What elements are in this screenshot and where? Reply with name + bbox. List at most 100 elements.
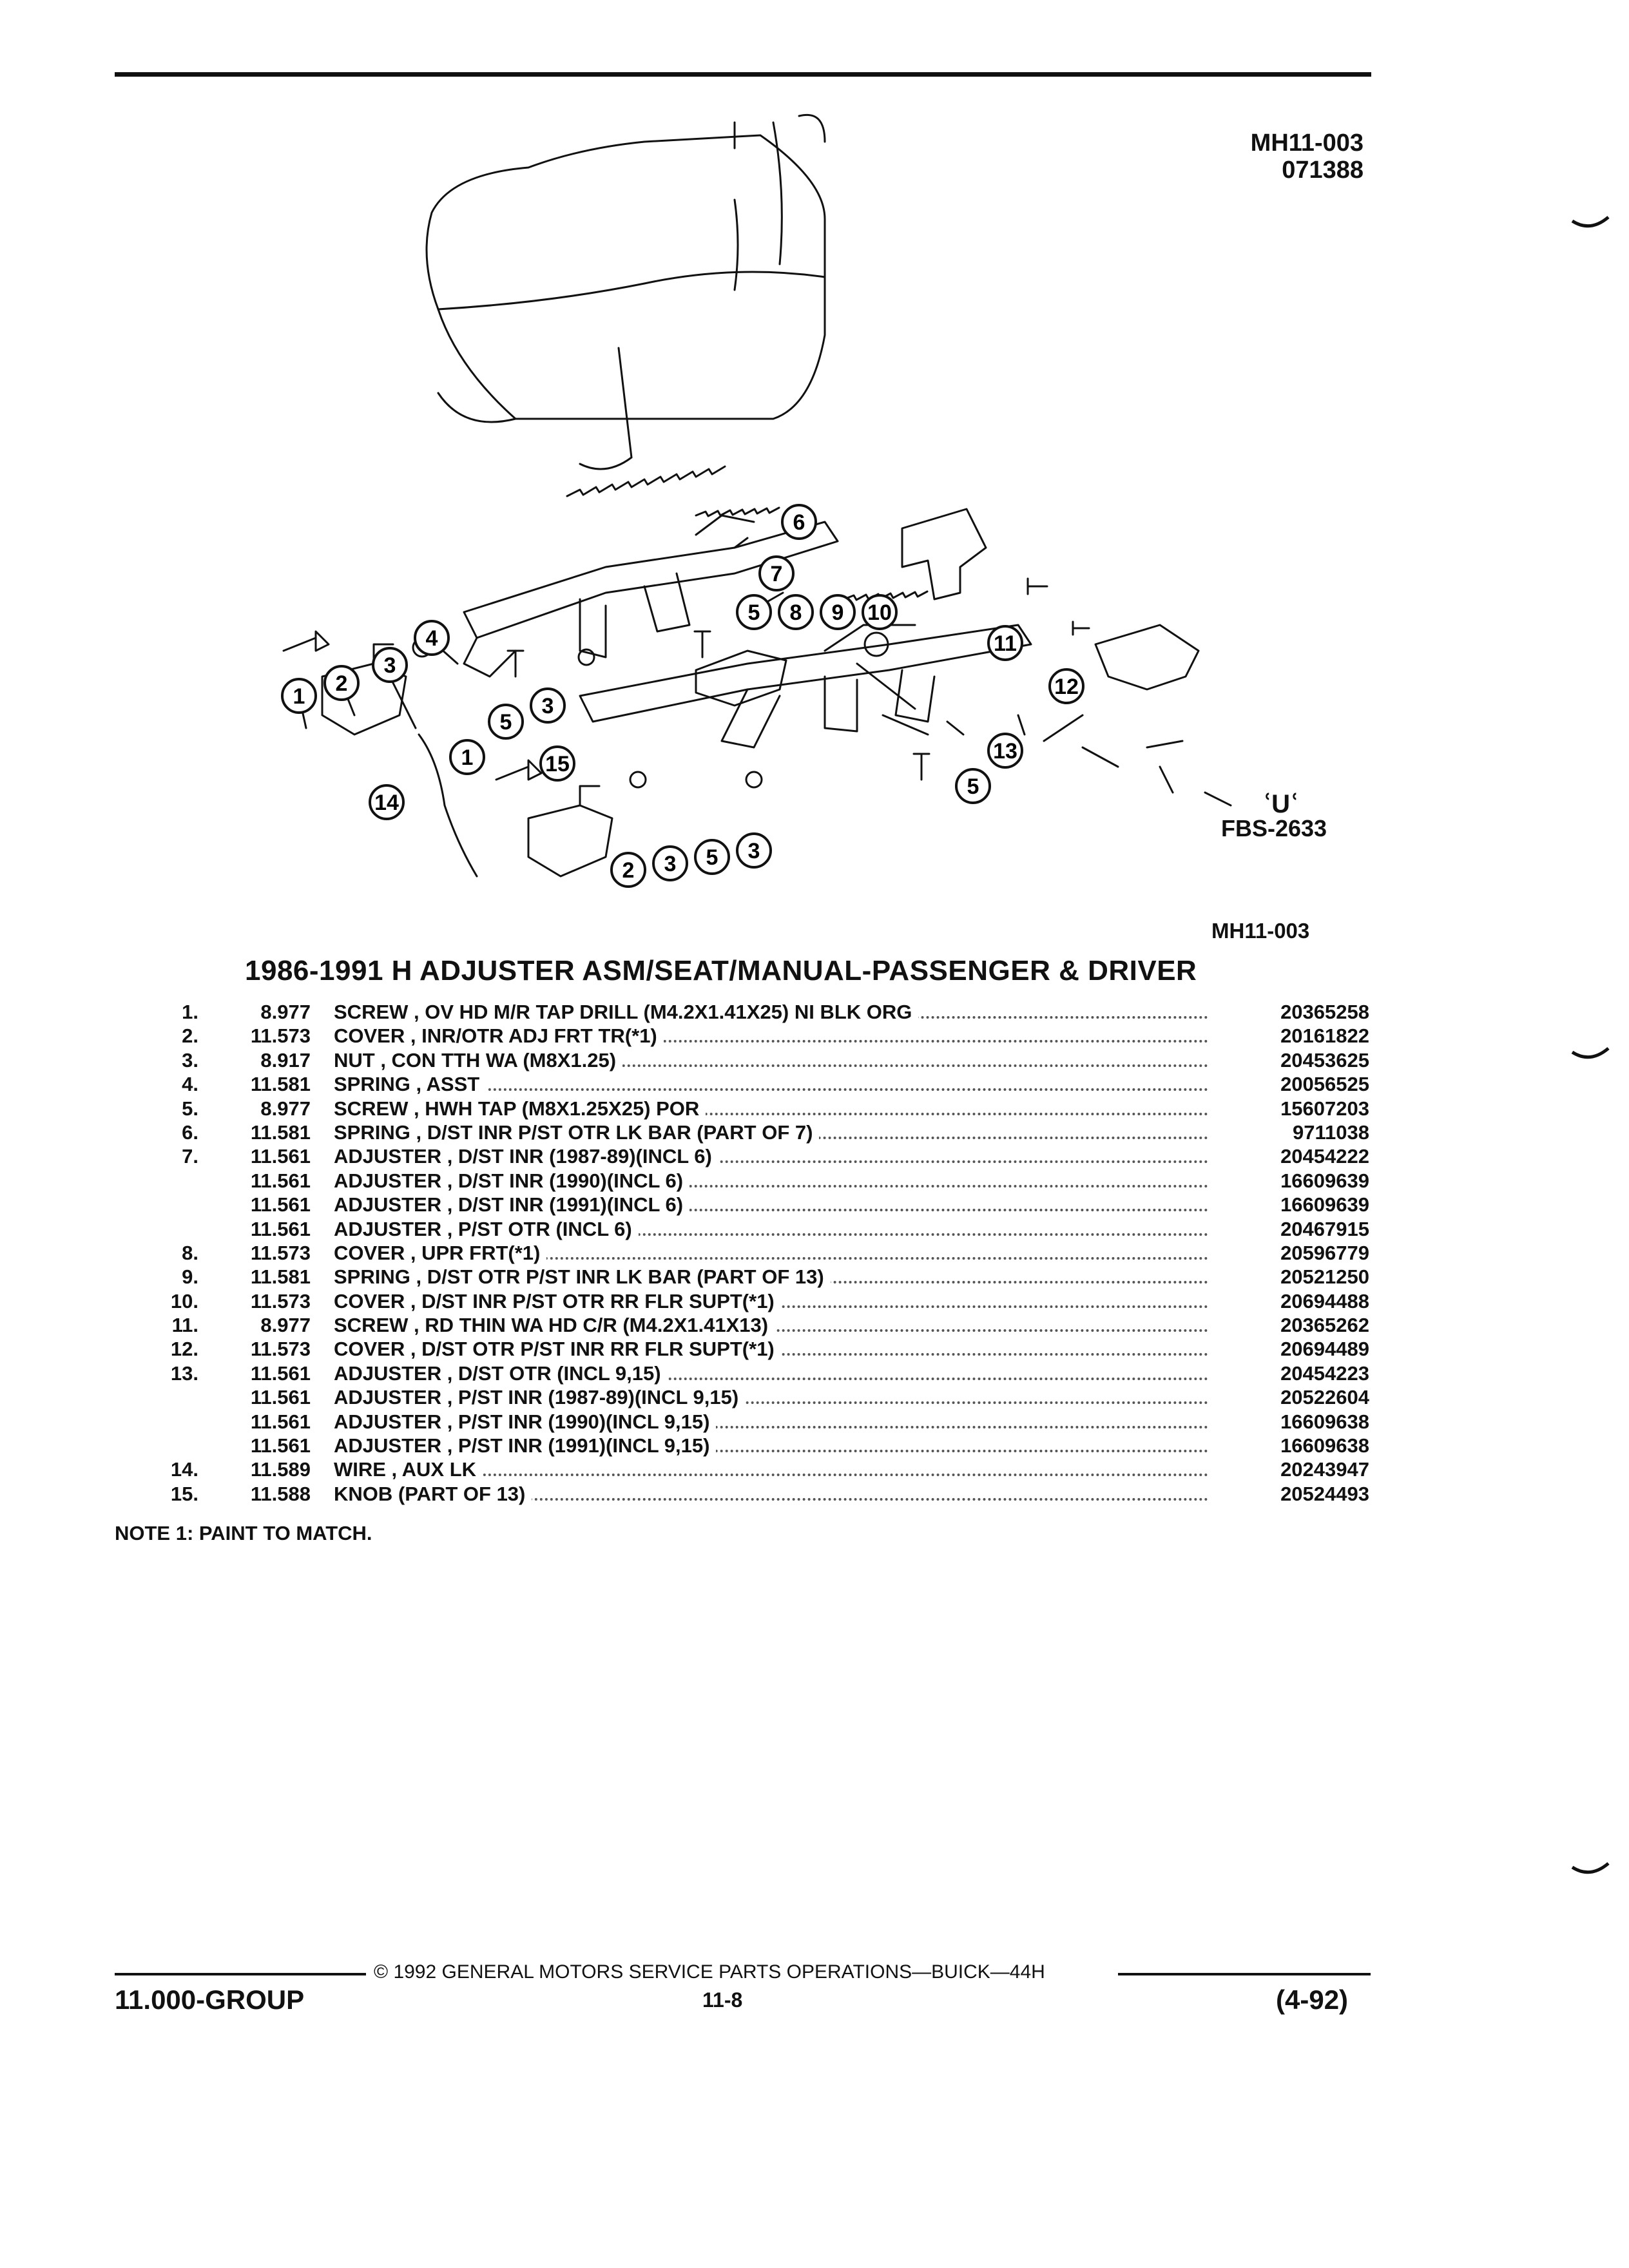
callout-4: 4 <box>414 620 450 656</box>
group-number: 11.581 <box>250 1120 311 1144</box>
svg-text:9: 9 <box>832 601 844 625</box>
group-number: 8.917 <box>260 1048 311 1072</box>
part-description-cell: KNOB (PART OF 13) <box>334 1482 1365 1506</box>
callout-10: 10 <box>862 594 898 630</box>
aux-wire-illustration <box>418 733 478 878</box>
callout-14: 14 <box>369 784 405 820</box>
part-number: 20454222 <box>1215 1144 1369 1169</box>
part-number: 20694489 <box>1215 1337 1369 1361</box>
part-description: SPRING , ASST <box>334 1073 487 1096</box>
dot-leader <box>334 1377 1208 1380</box>
callout-8: 8 <box>778 594 814 630</box>
dot-leader <box>334 1040 1208 1043</box>
part-description-cell: WIRE , AUX LK <box>334 1457 1365 1481</box>
dot-leader <box>334 1184 1208 1187</box>
item-number: 8. <box>182 1241 198 1264</box>
part-description-cell: ADJUSTER , D/ST OTR (INCL 9,15) <box>334 1361 1365 1385</box>
part-description: SCREW , RD THIN WA HD C/R (M4.2X1.41X13) <box>334 1314 775 1337</box>
group-number: 11.561 <box>250 1410 311 1433</box>
part-description: COVER , UPR FRT(*1) <box>334 1241 547 1264</box>
group-number: 8.977 <box>260 1314 311 1337</box>
item-number: 13. <box>170 1361 198 1385</box>
screw-1b-illustration <box>495 759 543 781</box>
part-description: ADJUSTER , D/ST INR (1991)(INCL 6) <box>334 1193 690 1216</box>
callout-3c: 3 <box>652 845 688 881</box>
callout-5d: 5 <box>694 839 730 875</box>
part-number: 20524493 <box>1215 1481 1369 1506</box>
dot-leader <box>334 1256 1208 1260</box>
svg-text:5: 5 <box>748 601 760 625</box>
group-number: 8.977 <box>260 1097 311 1120</box>
group-number: 11.573 <box>250 1241 311 1264</box>
svg-text:12: 12 <box>1054 675 1079 699</box>
item-number: 1. <box>182 1001 198 1023</box>
group-number: 11.561 <box>250 1145 311 1168</box>
part-description-cell: ADJUSTER , P/ST INR (1991)(INCL 9,15) <box>334 1434 1365 1457</box>
callout-5b: 5 <box>488 704 524 740</box>
group-number: 11.561 <box>250 1169 311 1192</box>
part-description: COVER , D/ST INR P/ST OTR RR FLR SUPT(*1… <box>334 1289 781 1312</box>
part-description: ADJUSTER , P/ST INR (1987-89)(INCL 9,15) <box>334 1386 746 1409</box>
screw-1-illustration <box>282 630 330 652</box>
callout-7: 7 <box>758 555 795 591</box>
item-number: 11. <box>171 1314 198 1337</box>
top-rule <box>115 72 1371 77</box>
group-number: 11.573 <box>250 1338 311 1361</box>
svg-text:5: 5 <box>967 774 979 799</box>
item-number: 2. <box>182 1024 198 1048</box>
footer-copyright: © 1992 GENERAL MOTORS SERVICE PARTS OPER… <box>374 1961 1045 1983</box>
group-number: 11.573 <box>250 1024 311 1048</box>
part-number: 16609639 <box>1215 1193 1369 1217</box>
svg-text:2: 2 <box>336 671 348 696</box>
part-description-cell: SCREW , OV HD M/R TAP DRILL (M4.2X1.41X2… <box>334 1000 1365 1024</box>
dot-leader <box>334 1088 1208 1091</box>
callout-1: 1 <box>281 678 317 714</box>
svg-text:7: 7 <box>771 562 783 586</box>
group-number: 11.581 <box>250 1265 311 1289</box>
nut-3b-illustration <box>577 648 595 666</box>
footer-rule-left <box>115 1973 366 1975</box>
cover-8-illustration <box>695 649 787 707</box>
part-description: WIRE , AUX LK <box>334 1458 483 1481</box>
item-number: 14. <box>170 1458 198 1481</box>
group-number: 11.561 <box>250 1386 311 1409</box>
part-number: 20365258 <box>1215 1000 1369 1024</box>
dot-leader <box>334 1401 1208 1405</box>
callout-11: 11 <box>987 625 1023 661</box>
seat-adjuster-exploded-diagram: 1 2 3 4 6 7 5 8 9 10 11 12 5 3 1 15 14 1… <box>281 114 1232 888</box>
group-number: 11.588 <box>250 1482 311 1505</box>
callout-3: 3 <box>372 647 408 683</box>
item-number: 6. <box>182 1120 198 1144</box>
svg-text:2: 2 <box>622 858 635 883</box>
part-description: ADJUSTER , P/ST INR (1991)(INCL 9,15) <box>334 1434 717 1457</box>
spring-6-illustration <box>695 506 780 517</box>
part-description: SPRING , D/ST INR P/ST OTR LK BAR (PART … <box>334 1120 820 1144</box>
nut-3d-illustration <box>745 771 763 789</box>
dot-leader <box>334 1425 1208 1428</box>
part-description: SCREW , HWH TAP (M8X1.25X25) POR <box>334 1097 706 1120</box>
fbs-code: FBS-2633 <box>1221 815 1327 841</box>
callout-bubbles: 1 2 3 4 6 7 5 8 9 10 11 12 5 3 1 15 14 1… <box>281 504 1084 888</box>
svg-text:3: 3 <box>542 694 554 718</box>
svg-text:11: 11 <box>994 631 1017 656</box>
part-number: 20454223 <box>1215 1361 1369 1386</box>
group-number: 11.573 <box>250 1289 311 1312</box>
part-number: 20522604 <box>1215 1385 1369 1410</box>
spring-4-illustration <box>566 465 726 497</box>
part-description-cell: ADJUSTER , D/ST INR (1991)(INCL 6) <box>334 1193 1365 1216</box>
callout-2b: 2 <box>610 852 646 888</box>
cover-2b-illustration <box>527 785 613 878</box>
part-description-cell: SCREW , RD THIN WA HD C/R (M4.2X1.41X13) <box>334 1313 1365 1337</box>
seat-cushion-illustration <box>425 114 826 470</box>
part-description-cell: ADJUSTER , P/ST OTR (INCL 6) <box>334 1217 1365 1241</box>
svg-text:3: 3 <box>384 653 396 678</box>
paint-note: NOTE 1: PAINT TO MATCH. <box>115 1522 372 1544</box>
